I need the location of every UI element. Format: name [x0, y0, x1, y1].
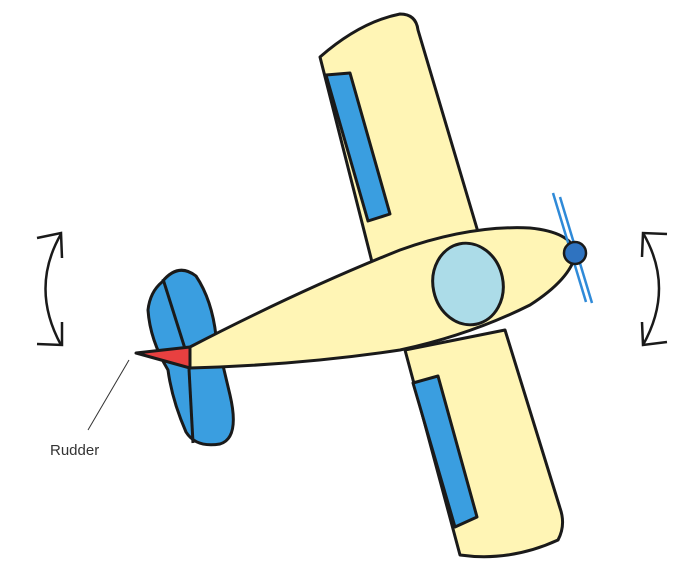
left-yaw-arrow-icon: [36, 231, 64, 347]
rudder-label: Rudder: [50, 442, 100, 459]
bottom-aileron: [411, 374, 479, 529]
top-wing: [318, 12, 480, 264]
cockpit: [431, 241, 505, 327]
rudder-leader-line: [87, 359, 130, 431]
spinner: [562, 240, 588, 266]
rudder: [134, 345, 192, 370]
stabilizer-hinge-bottom: [187, 368, 195, 444]
top-aileron: [324, 71, 392, 223]
right-yaw-arrow-icon: [640, 231, 668, 347]
bottom-wing: [403, 328, 565, 559]
stabilizer-hinge-top: [161, 278, 189, 356]
